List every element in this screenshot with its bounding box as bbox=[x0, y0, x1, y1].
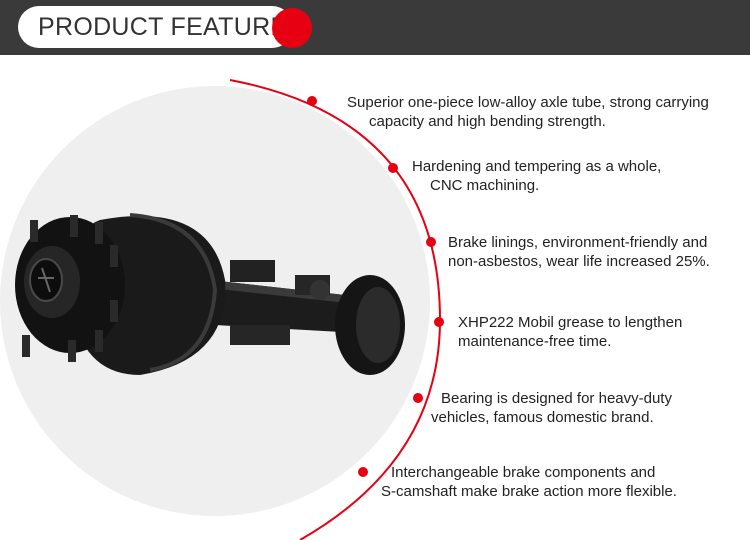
feature-dot-1 bbox=[307, 96, 317, 106]
feature-text-3: Brake linings, environment-friendly and … bbox=[448, 234, 710, 270]
title-red-dot bbox=[272, 8, 312, 48]
spring-seat bbox=[230, 260, 275, 282]
feature-dot-5 bbox=[413, 393, 423, 403]
feature-dot-4 bbox=[434, 317, 444, 327]
feature-text-5: Bearing is designed for heavy-duty vehic… bbox=[431, 390, 672, 426]
header-bar: PRODUCT FEATURES bbox=[0, 0, 750, 55]
feature-dot-2 bbox=[388, 163, 398, 173]
feature-text-1: Superior one-piece low-alloy axle tube, … bbox=[347, 94, 709, 130]
feature-dot-6 bbox=[358, 467, 368, 477]
feature-text-4: XHP222 Mobil grease to lengthen maintena… bbox=[458, 314, 683, 350]
axle-product-image bbox=[10, 160, 430, 430]
red-arc-line bbox=[229, 79, 442, 540]
page-title: PRODUCT FEATURES bbox=[38, 13, 305, 41]
feature-text-2: Hardening and tempering as a whole, CNC … bbox=[412, 158, 662, 194]
title-pill: PRODUCT FEATURES bbox=[18, 6, 304, 48]
feature-dot-3 bbox=[426, 237, 436, 247]
feature-text-6: Interchangeable brake components and S-c… bbox=[381, 464, 677, 500]
